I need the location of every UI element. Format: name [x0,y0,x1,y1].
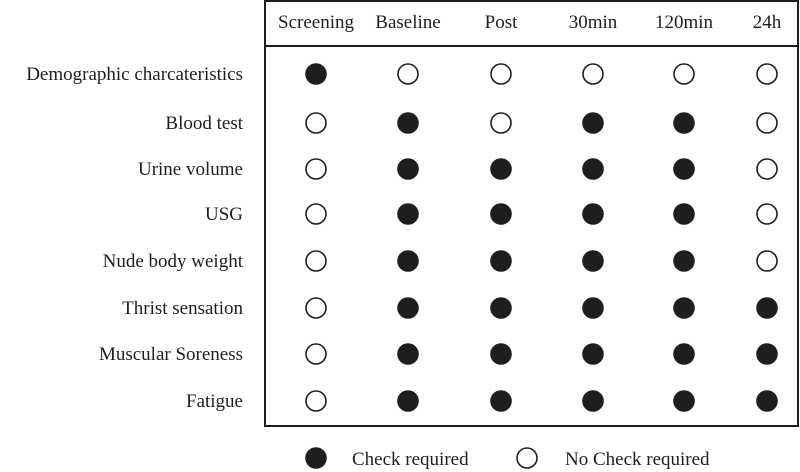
no-check-marker [490,112,512,134]
no-check-marker [305,203,327,225]
check-required-marker [397,203,419,225]
column-header: Baseline [375,12,440,33]
no-check-marker [673,63,695,85]
check-required-marker [397,390,419,412]
table-frame [264,0,799,427]
no-check-marker [756,112,778,134]
check-required-marker [397,297,419,319]
check-required-marker [756,343,778,365]
no-check-marker [756,203,778,225]
check-required-marker [490,203,512,225]
no-check-marker [305,250,327,272]
row-label: Thrist sensation [122,298,243,319]
no-check-marker [582,63,604,85]
check-required-marker [397,343,419,365]
column-header: 30min [569,12,618,33]
column-header: Post [485,12,518,33]
no-check-marker [305,158,327,180]
check-required-marker [582,343,604,365]
check-required-marker [673,112,695,134]
check-required-marker [490,158,512,180]
check-required-marker [490,390,512,412]
row-label: Urine volume [138,159,243,180]
no-check-marker [490,63,512,85]
legend-filled-marker [305,447,327,469]
check-required-marker [673,297,695,319]
column-header: 24h [753,12,782,33]
legend-empty-marker [516,447,538,469]
column-headers: Screening Baseline Post 30min 120min 24h [278,12,782,33]
check-required-marker [397,250,419,272]
check-required-marker [490,343,512,365]
check-required-marker [756,390,778,412]
no-check-marker [397,63,419,85]
check-required-marker [490,250,512,272]
check-required-marker [673,390,695,412]
no-check-marker [305,297,327,319]
check-required-marker [490,297,512,319]
check-required-marker [582,158,604,180]
check-required-marker [397,158,419,180]
no-check-marker [756,250,778,272]
row-label: Nude body weight [103,251,244,272]
check-required-marker [582,390,604,412]
no-check-marker [305,390,327,412]
no-check-marker [756,158,778,180]
check-required-marker [756,297,778,319]
legend: Check required No Check required [305,447,710,470]
check-required-marker [582,112,604,134]
legend-not-required-label: No Check required [565,449,710,470]
row-label: Fatigue [186,391,243,412]
check-required-marker [582,250,604,272]
check-required-marker [582,203,604,225]
check-required-marker [673,250,695,272]
column-header: Screening [278,12,354,33]
check-required-marker [305,63,327,85]
check-required-marker [582,297,604,319]
check-required-marker [673,343,695,365]
row-label: Muscular Soreness [99,344,243,365]
check-required-marker [673,203,695,225]
legend-required-label: Check required [352,449,469,470]
no-check-marker [305,343,327,365]
no-check-marker [756,63,778,85]
check-required-marker [673,158,695,180]
row-label: Blood test [165,113,243,134]
column-header: 120min [655,12,714,33]
check-required-marker [397,112,419,134]
row-label: Demographic charcateristics [26,64,243,85]
no-check-marker [305,112,327,134]
check-markers [305,63,778,412]
row-label: USG [205,204,243,225]
